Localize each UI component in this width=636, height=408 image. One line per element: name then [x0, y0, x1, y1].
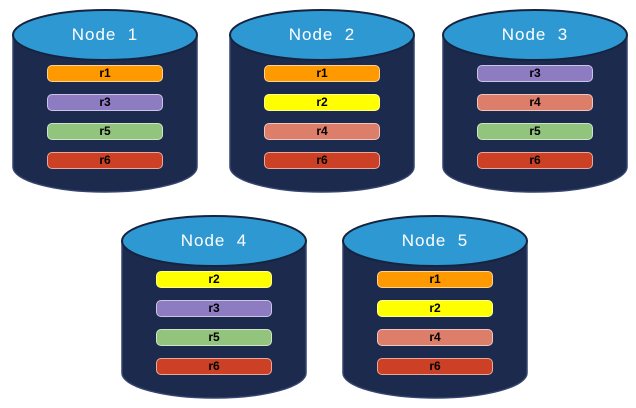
- replica-bar: r5: [156, 329, 272, 346]
- replica-bar-list: r2 r3 r5 r6: [156, 271, 272, 387]
- replica-bar: r3: [156, 300, 272, 317]
- replica-bar-list: r1 r2 r4 r6: [377, 271, 493, 387]
- replica-bar: r2: [264, 94, 380, 111]
- replica-bar: r6: [377, 358, 493, 375]
- replica-bar: r1: [47, 65, 163, 82]
- replica-bar: r6: [156, 358, 272, 375]
- replica-bar-list: r1 r3 r5 r6: [47, 65, 163, 181]
- replica-bar: r6: [477, 152, 593, 169]
- node-4: Node 4 r2 r3 r5 r6: [120, 214, 308, 400]
- replica-bar: r4: [264, 123, 380, 140]
- node-5: Node 5 r1 r2 r4 r6: [341, 214, 529, 400]
- cylinder-top-ellipse: [121, 215, 307, 267]
- replica-bar: r3: [477, 65, 593, 82]
- replica-bar: r2: [156, 271, 272, 288]
- node-label: Node 4: [180, 231, 248, 250]
- replica-bar: r5: [477, 123, 593, 140]
- replica-bar-list: r1 r2 r4 r6: [264, 65, 380, 181]
- cylinder-top-ellipse: [342, 215, 528, 267]
- node-label: Node 2: [288, 25, 356, 44]
- node-1: Node 1 r1 r3 r5 r6: [11, 8, 199, 194]
- replica-bar: r3: [47, 94, 163, 111]
- replica-bar: r1: [264, 65, 380, 82]
- replica-bar: r4: [377, 329, 493, 346]
- node-label: Node 5: [401, 231, 469, 250]
- replica-bar: r1: [377, 271, 493, 288]
- cylinder-top-ellipse: [229, 9, 415, 61]
- replica-bar: r5: [47, 123, 163, 140]
- replica-bar: r2: [377, 300, 493, 317]
- replica-bar-list: r3 r4 r5 r6: [477, 65, 593, 181]
- node-2: Node 2 r1 r2 r4 r6: [228, 8, 416, 194]
- cylinder-top-ellipse: [442, 9, 628, 61]
- replica-bar: r6: [47, 152, 163, 169]
- replica-bar: r6: [264, 152, 380, 169]
- node-3: Node 3 r3 r4 r5 r6: [441, 8, 629, 194]
- node-label: Node 3: [501, 25, 569, 44]
- node-label: Node 1: [71, 25, 139, 44]
- cylinder-top-ellipse: [12, 9, 198, 61]
- replica-bar: r4: [477, 94, 593, 111]
